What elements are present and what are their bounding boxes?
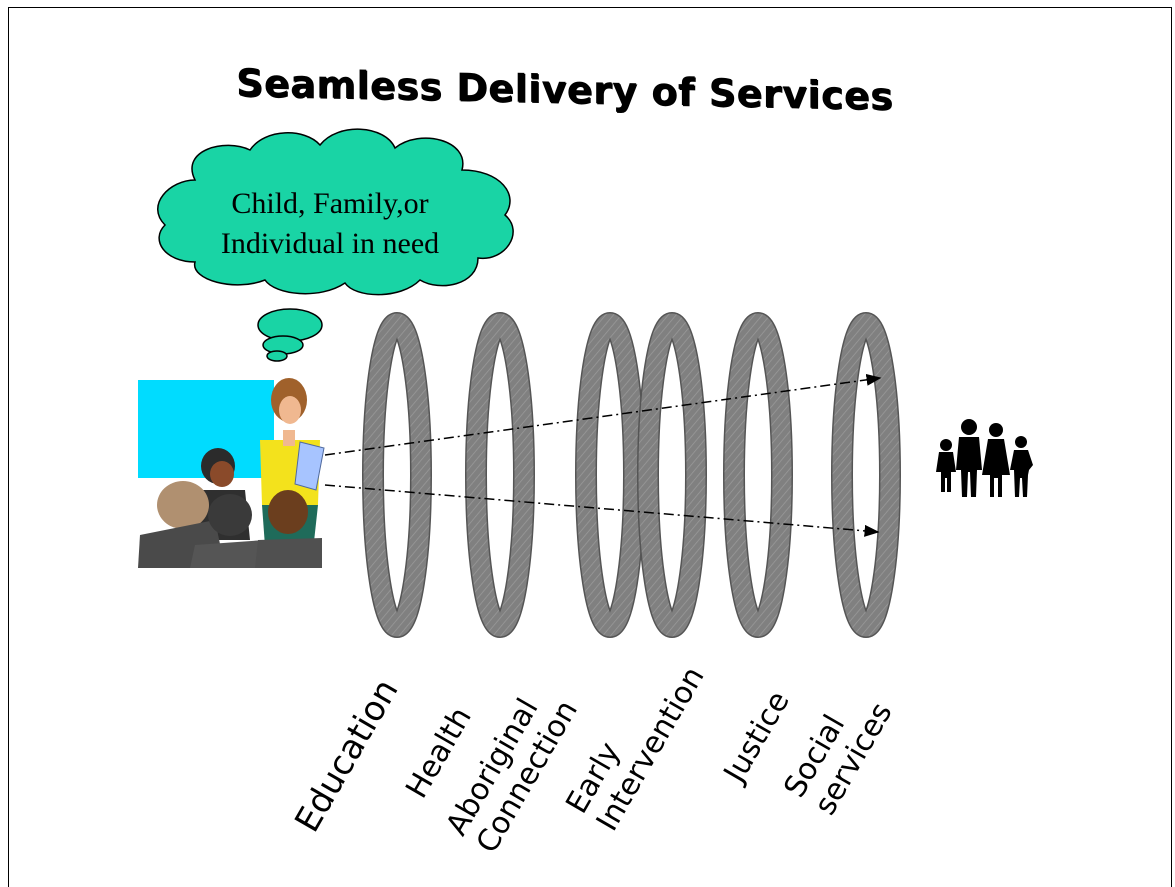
hoop-early-intervention-icon [637, 312, 707, 638]
presenter-clipart-icon [138, 378, 325, 568]
arrow-lower [324, 484, 880, 537]
service-hoops [362, 312, 901, 638]
cloud-line-2: Individual in need [220, 227, 440, 260]
cloud-text: Child, Family,or Individual in need [180, 184, 480, 264]
thought-cloud-icon [157, 128, 514, 362]
cloud-line-1: Child, Family,or [231, 187, 429, 220]
hoop-health-icon [465, 312, 535, 638]
hoop-social-services-icon [831, 312, 901, 638]
hoop-justice-icon [723, 312, 793, 638]
family-silhouette-icon [936, 419, 1033, 497]
hoop-education-icon [362, 312, 432, 638]
arrow-upper [324, 373, 882, 456]
hoop-aboriginal-connection-icon [575, 312, 645, 638]
